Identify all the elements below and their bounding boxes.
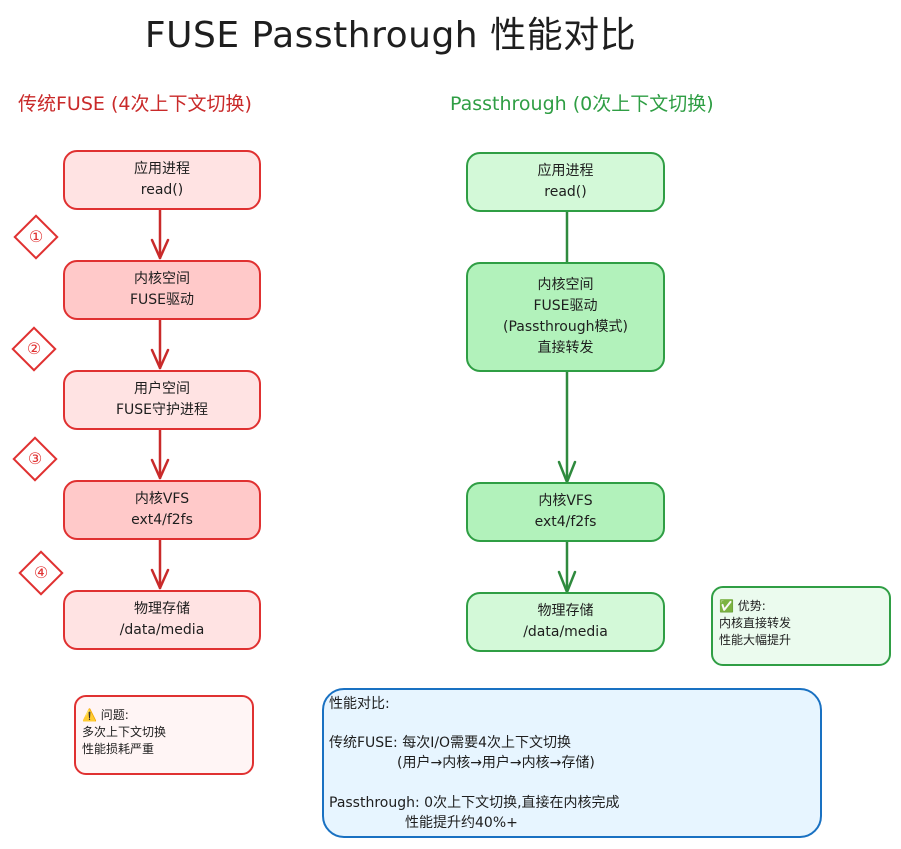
physical-storage-box-left: 物理存储 /data/media	[63, 590, 261, 650]
box-label: 物理存储	[537, 603, 594, 619]
performance-comparison-box: 性能对比: 传统FUSE: 每次I/O需要4次上下文切换 (用户→内核→用户→内…	[322, 688, 822, 838]
advantage-note: ✅ 优势: 内核直接转发 性能大幅提升	[711, 586, 891, 666]
comparison-gain: 性能提升约40%+	[405, 815, 518, 831]
box-sublabel: FUSE驱动	[129, 292, 195, 308]
comparison-traditional-path: (用户→内核→用户→内核→存储)	[397, 755, 595, 771]
fuse-daemon-box-left: 用户空间 FUSE守护进程	[63, 370, 261, 430]
step-2-label: ②	[26, 339, 42, 358]
step-1-label: ①	[28, 227, 44, 246]
check-icon: ✅	[719, 599, 734, 613]
kernel-fuse-passthrough-box: 内核空间 FUSE驱动 (Passthrough模式) 直接转发	[466, 262, 665, 372]
step-3-label: ③	[27, 449, 43, 468]
box-sublabel: FUSE守护进程	[115, 402, 209, 418]
passthrough-heading: Passthrough (0次上下文切换)	[450, 93, 714, 115]
box-sublabel: FUSE驱动	[533, 298, 598, 314]
box-sublabel: read()	[140, 182, 184, 198]
box-label: 内核VFS	[538, 493, 593, 509]
kernel-vfs-box-right: 内核VFS ext4/f2fs	[466, 482, 665, 542]
app-process-box-right: 应用进程 read()	[466, 152, 665, 212]
note-line: 内核直接转发	[719, 616, 792, 630]
app-process-box-left: 应用进程 read()	[63, 150, 261, 210]
box-sublabel: ext4/f2fs	[131, 512, 193, 528]
problem-note: ⚠️ 问题: 多次上下文切换 性能损耗严重	[74, 695, 254, 775]
box-label: 内核空间	[134, 271, 190, 287]
box-sublabel: ext4/f2fs	[534, 514, 597, 530]
page-title: FUSE Passthrough 性能对比	[144, 15, 637, 56]
note-line: 性能大幅提升	[719, 633, 792, 647]
arrow-red-3-head	[150, 458, 170, 480]
box-label: 应用进程	[537, 163, 594, 179]
box-sublabel: 直接转发	[537, 340, 594, 356]
box-sublabel: read()	[544, 184, 587, 200]
note-heading: 问题:	[100, 708, 129, 722]
box-label: 内核VFS	[134, 491, 190, 507]
note-heading: 优势:	[737, 599, 766, 613]
kernel-fuse-driver-box-left: 内核空间 FUSE驱动	[63, 260, 261, 320]
traditional-fuse-heading: 传统FUSE (4次上下文切换)	[18, 93, 252, 115]
box-label: 用户空间	[134, 381, 190, 397]
step-4-label: ④	[33, 563, 49, 582]
box-sublabel: /data/media	[523, 624, 608, 640]
physical-storage-box-right: 物理存储 /data/media	[466, 592, 665, 652]
box-label: 内核空间	[537, 277, 594, 293]
comparison-traditional: 传统FUSE: 每次I/O需要4次上下文切换	[329, 735, 571, 751]
note-line: 性能损耗严重	[82, 742, 155, 756]
comparison-passthrough: Passthrough: 0次上下文切换,直接在内核完成	[329, 795, 620, 811]
warning-icon: ⚠️	[82, 708, 97, 722]
box-sublabel: /data/media	[119, 622, 205, 638]
box-label: 物理存储	[134, 601, 190, 617]
kernel-vfs-box-left: 内核VFS ext4/f2fs	[63, 480, 261, 540]
arrow-red-4-head	[150, 568, 170, 590]
arrow-red-2-head	[150, 348, 170, 370]
note-line: 多次上下文切换	[82, 725, 167, 739]
arrow-red-1-head	[150, 238, 170, 260]
box-sublabel: (Passthrough模式)	[503, 319, 628, 335]
comparison-heading: 性能对比:	[329, 696, 390, 712]
box-label: 应用进程	[134, 161, 190, 177]
